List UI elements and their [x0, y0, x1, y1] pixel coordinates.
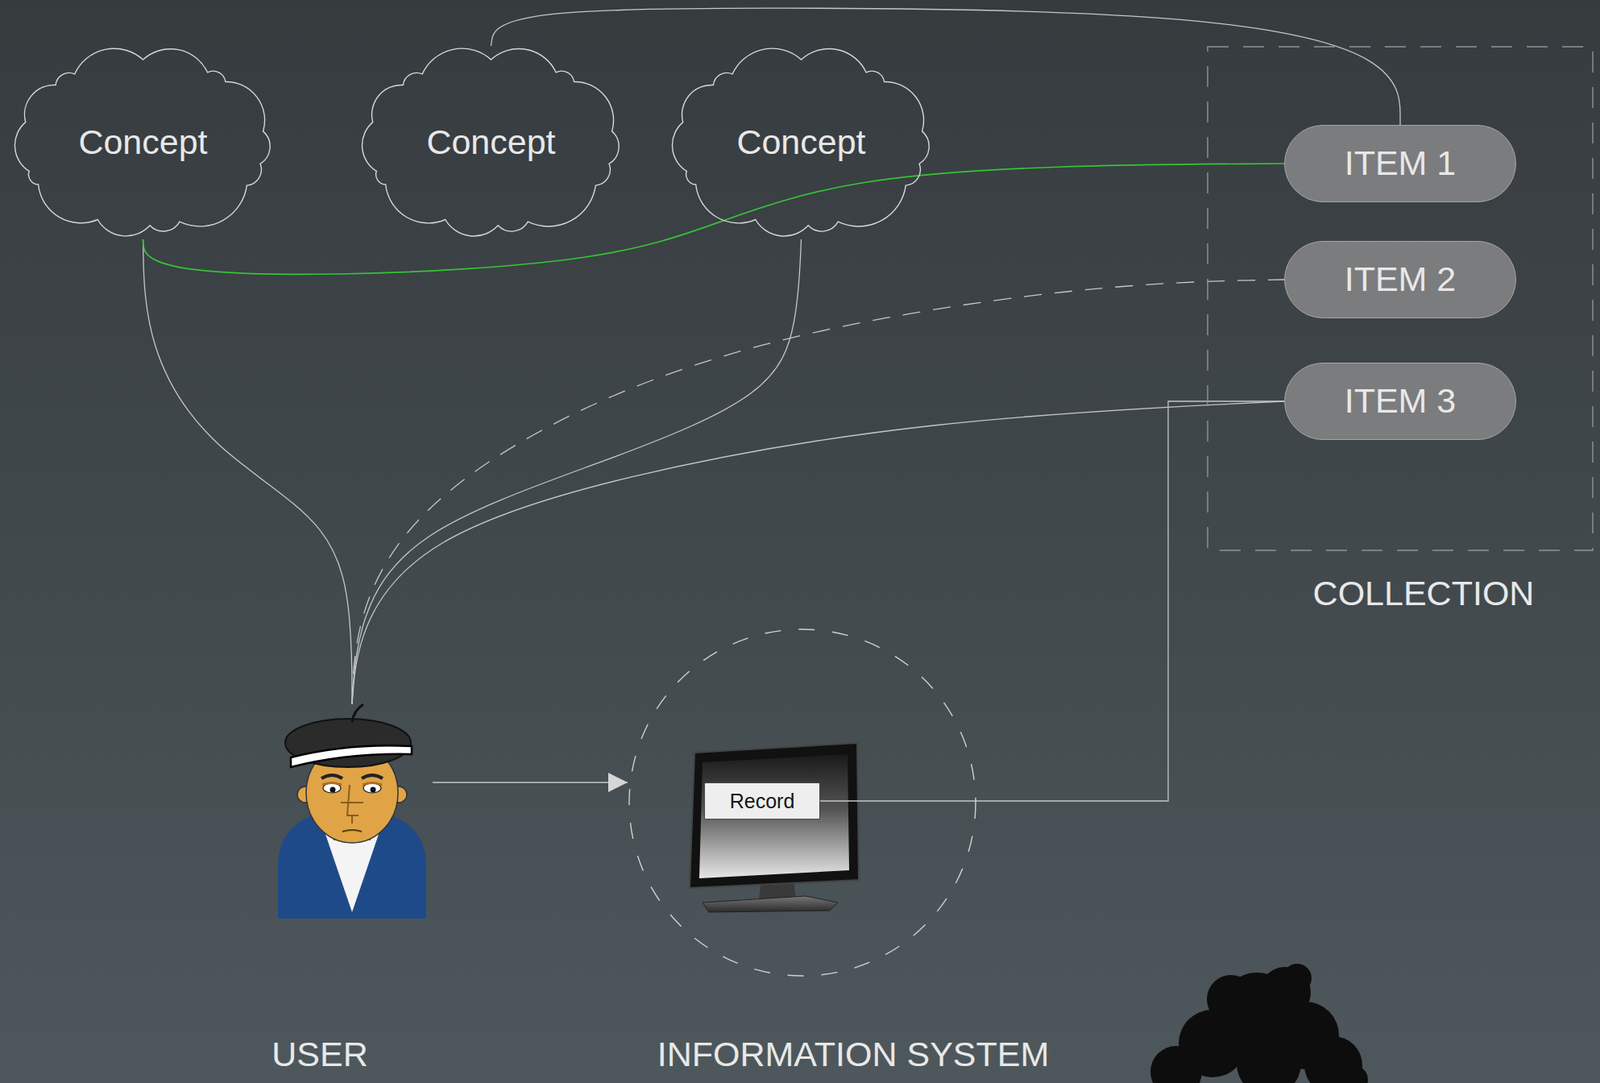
collection-box: COLLECTION ITEM 1 ITEM 2 ITEM 3: [1206, 45, 1596, 615]
cloud-shape: [671, 48, 929, 237]
tree-foliage: [1206, 974, 1256, 1024]
user-eyelids: [322, 783, 382, 786]
tree-foliage: [1338, 1065, 1368, 1083]
user-beret: [285, 718, 411, 767]
tree-foliage: [1150, 1045, 1203, 1083]
cloud-shape: [14, 48, 270, 237]
user-beret-band: [290, 745, 412, 767]
connector-line: [143, 163, 1285, 274]
concept-cloud: Concept: [665, 45, 937, 240]
user-pupil: [330, 787, 336, 793]
connector-line: [143, 239, 353, 705]
record-note: Record: [704, 782, 821, 820]
collection-frame: [1207, 46, 1593, 551]
connector-line: [432, 781, 628, 783]
node-label: ITEM 1: [1344, 143, 1457, 183]
tree-foliage: [1282, 963, 1312, 993]
monitor-screen: [699, 754, 850, 879]
concept-cloud: Concept: [8, 45, 278, 240]
monitor-frame: [689, 742, 859, 888]
connector-line: [491, 8, 1402, 125]
item-pill: ITEM 2: [1284, 240, 1517, 319]
node-label: ITEM 3: [1344, 381, 1457, 421]
user-node: USER: [271, 704, 433, 1076]
connector-line: [352, 401, 1285, 705]
system-circle: [629, 629, 976, 976]
item-pill: ITEM 1: [1284, 124, 1517, 203]
concept-cloud: Concept: [355, 45, 627, 240]
user-figure: [277, 704, 427, 919]
user-beret-stem: [352, 704, 364, 722]
connector-line: [352, 239, 802, 705]
user-pupil: [370, 787, 377, 793]
concept-label: Concept: [736, 122, 866, 162]
user-eyebrows: [321, 775, 383, 779]
connector-line: [352, 279, 1285, 705]
information-system: INFORMATION SYSTEM Record: [627, 627, 1079, 1076]
node-label: INFORMATION SYSTEM: [657, 1034, 1050, 1074]
user-nose: [340, 784, 364, 824]
record-label: Record: [729, 789, 796, 813]
concept-label: Concept: [426, 122, 556, 162]
cloud-shape: [361, 48, 619, 237]
connector-line: [820, 401, 1285, 801]
item-pill: ITEM 3: [1284, 362, 1517, 440]
user-mouth: [342, 829, 362, 832]
concept-label: Concept: [78, 122, 208, 162]
tree-foliage: [1236, 1031, 1302, 1083]
monitor-figure: [689, 742, 859, 912]
node-label: ITEM 2: [1344, 259, 1457, 299]
node-label: COLLECTION: [1313, 573, 1535, 614]
monitor-base: [702, 895, 838, 912]
tree-silhouette: [1150, 963, 1368, 1083]
node-label: USER: [271, 1034, 368, 1074]
